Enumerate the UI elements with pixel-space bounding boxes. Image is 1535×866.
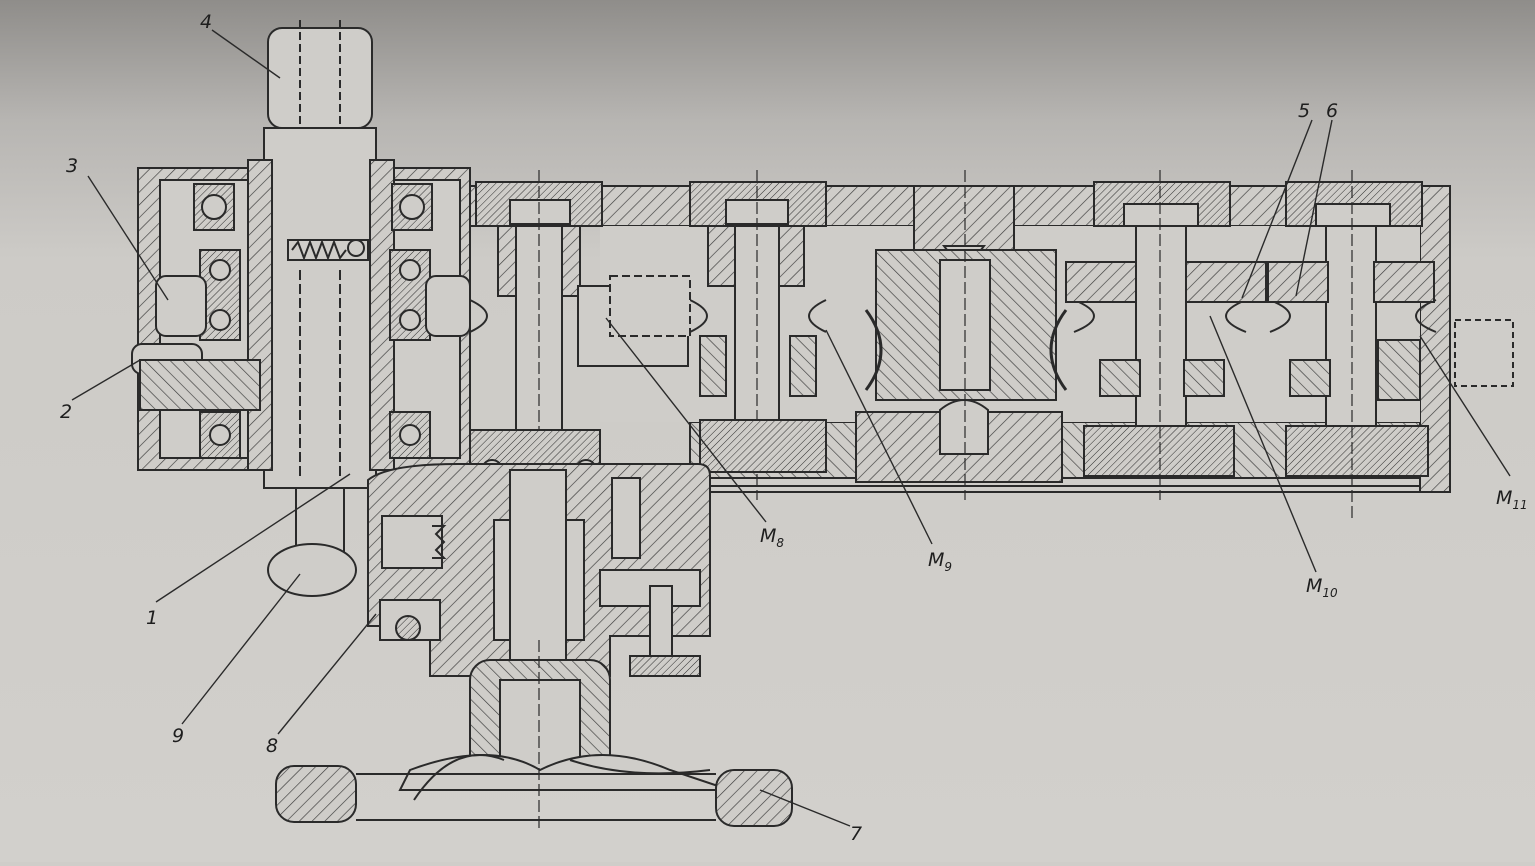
shaft-column-5 bbox=[1267, 170, 1437, 520]
clutch-label-m10: M10 bbox=[1306, 575, 1338, 600]
leader-lines bbox=[71, 29, 1511, 827]
input-shaft-assembly bbox=[131, 20, 471, 597]
part-label-8: 8 bbox=[266, 735, 278, 757]
part-label-1: 1 bbox=[146, 607, 158, 629]
shaft-column-4 bbox=[1065, 170, 1267, 500]
clutch-label-m9: M9 bbox=[928, 549, 952, 574]
handwheel-assembly bbox=[275, 640, 793, 830]
clutch-label-m8: M8 bbox=[760, 525, 784, 550]
part-label-3: 3 bbox=[66, 155, 78, 177]
clutch-label-m11: M11 bbox=[1496, 487, 1528, 512]
part-label-5: 5 bbox=[1298, 100, 1310, 122]
part-label-2: 2 bbox=[60, 401, 72, 423]
part-label-4: 4 bbox=[200, 11, 212, 33]
shaft-column-2 bbox=[577, 170, 827, 500]
worm-gear-column bbox=[855, 170, 1068, 500]
part-label-7: 7 bbox=[850, 823, 862, 845]
part-labels: 1 2 3 4 5 6 7 8 9 bbox=[60, 11, 1338, 845]
clutch-labels: M8 M9 M10 M11 bbox=[760, 487, 1528, 600]
part-label-9: 9 bbox=[172, 725, 184, 747]
part-label-6: 6 bbox=[1326, 100, 1338, 122]
